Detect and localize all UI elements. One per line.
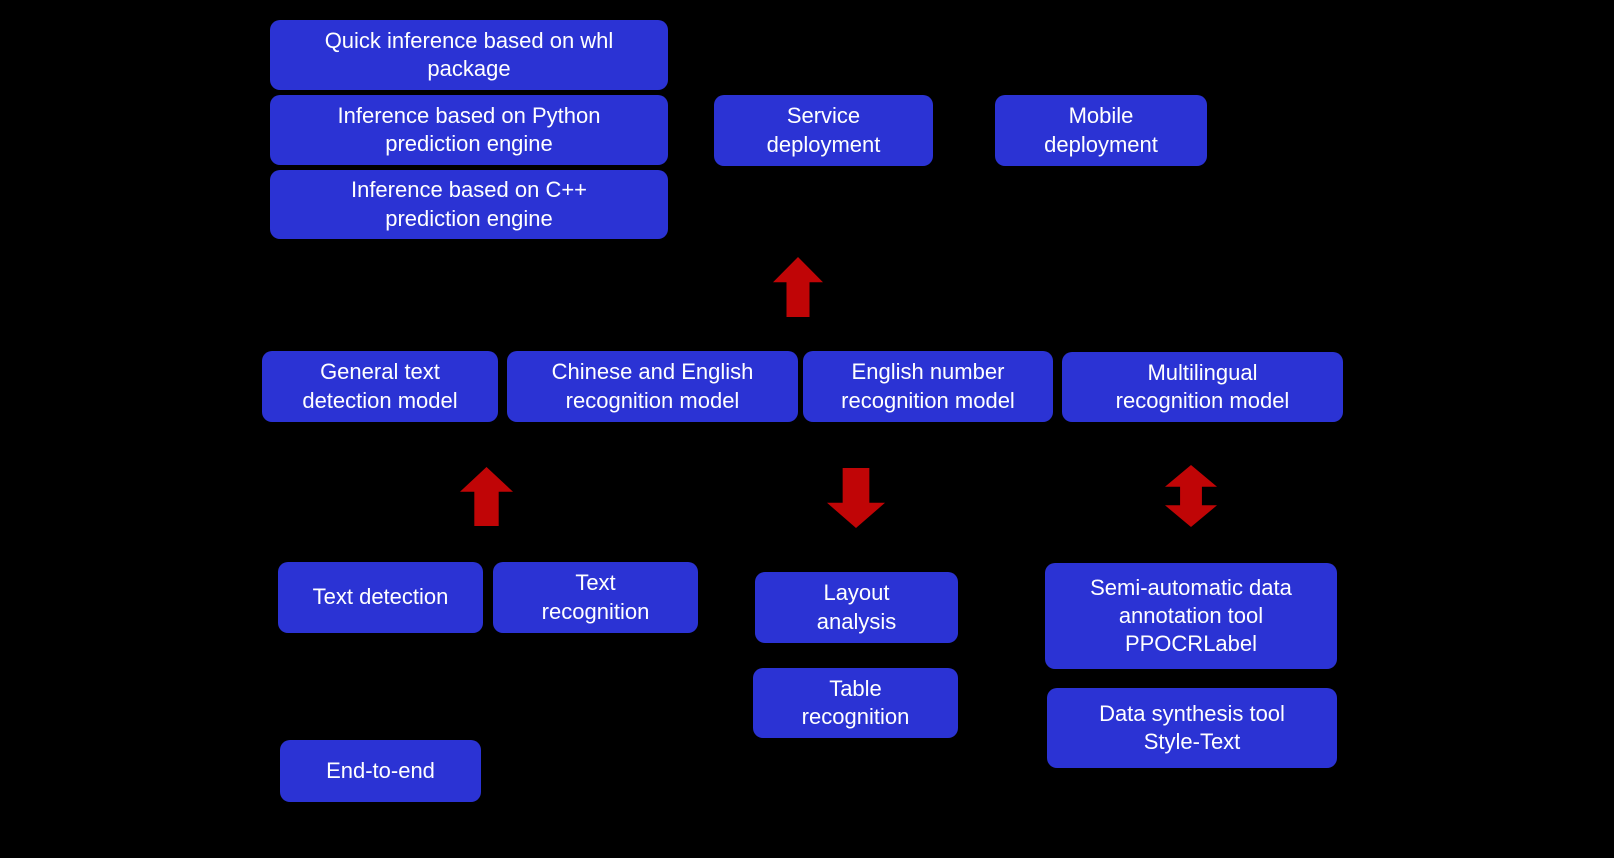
node-layout-analysis: Layout analysis [755,572,958,643]
node-mobile-deployment: Mobile deployment [995,95,1207,166]
node-text-recognition: Text recognition [493,562,698,633]
node-ppocrlabel-tool: Semi-automatic data annotation tool PPOC… [1045,563,1337,669]
node-english-number-recognition-model: English number recognition model [803,351,1053,422]
node-multilingual-recognition-model: Multilingual recognition model [1062,352,1343,422]
arrow-up-models-to-deployment-icon [773,257,823,317]
node-text-detection: Text detection [278,562,483,633]
arrow-up-tasks-to-detection-model-icon [460,467,513,526]
node-table-recognition: Table recognition [753,668,958,738]
node-quick-inference-whl: Quick inference based on whl package [270,20,668,90]
node-style-text-tool: Data synthesis tool Style-Text [1047,688,1337,768]
node-cpp-prediction-engine: Inference based on C++ prediction engine [270,170,668,239]
node-chinese-english-recognition-model: Chinese and English recognition model [507,351,798,422]
node-end-to-end: End-to-end [280,740,481,802]
node-general-text-detection-model: General text detection model [262,351,498,422]
node-service-deployment: Service deployment [714,95,933,166]
arrow-updown-model-to-tools-icon [1165,465,1217,527]
arrow-down-model-to-layout-icon [827,468,885,528]
node-python-prediction-engine: Inference based on Python prediction eng… [270,95,668,165]
